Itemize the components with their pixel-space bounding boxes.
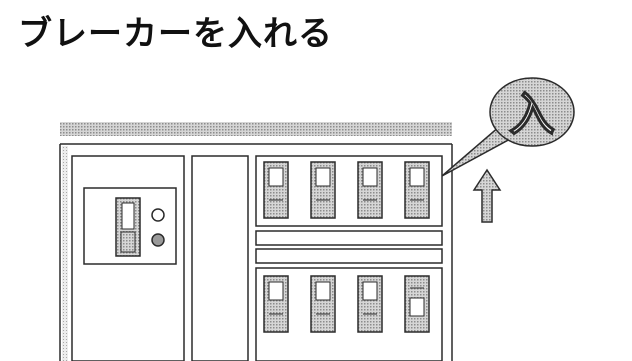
blank-panel-unit	[191, 155, 249, 361]
branch-breaker-icon	[310, 275, 336, 333]
branch-breaker-icon	[263, 275, 289, 333]
branch-breaker-icon	[404, 275, 430, 333]
page-title: ブレーカーを入れる	[18, 14, 333, 54]
panel-left-strip	[62, 146, 68, 361]
branch-breaker-row-top	[255, 155, 443, 227]
main-breaker-unit	[71, 155, 185, 361]
distribution-panel	[59, 143, 453, 361]
main-breaker-switch-icon	[115, 197, 141, 257]
branch-breaker-icon	[263, 161, 289, 219]
branch-breaker-icon	[310, 161, 336, 219]
indicator-lamp-icon	[151, 208, 165, 222]
branch-breaker-icon	[357, 161, 383, 219]
branch-breaker-icon	[404, 161, 430, 219]
up-arrow-icon	[472, 168, 502, 223]
bus-bar	[255, 248, 443, 264]
callout-label: 入	[509, 87, 555, 141]
panel-top-band	[60, 122, 452, 136]
bus-bar	[255, 230, 443, 246]
speech-bubble-icon	[441, 77, 575, 177]
indicator-lamp-icon	[151, 233, 165, 247]
branch-breaker-icon	[357, 275, 383, 333]
branch-breaker-row-bottom	[255, 267, 443, 361]
